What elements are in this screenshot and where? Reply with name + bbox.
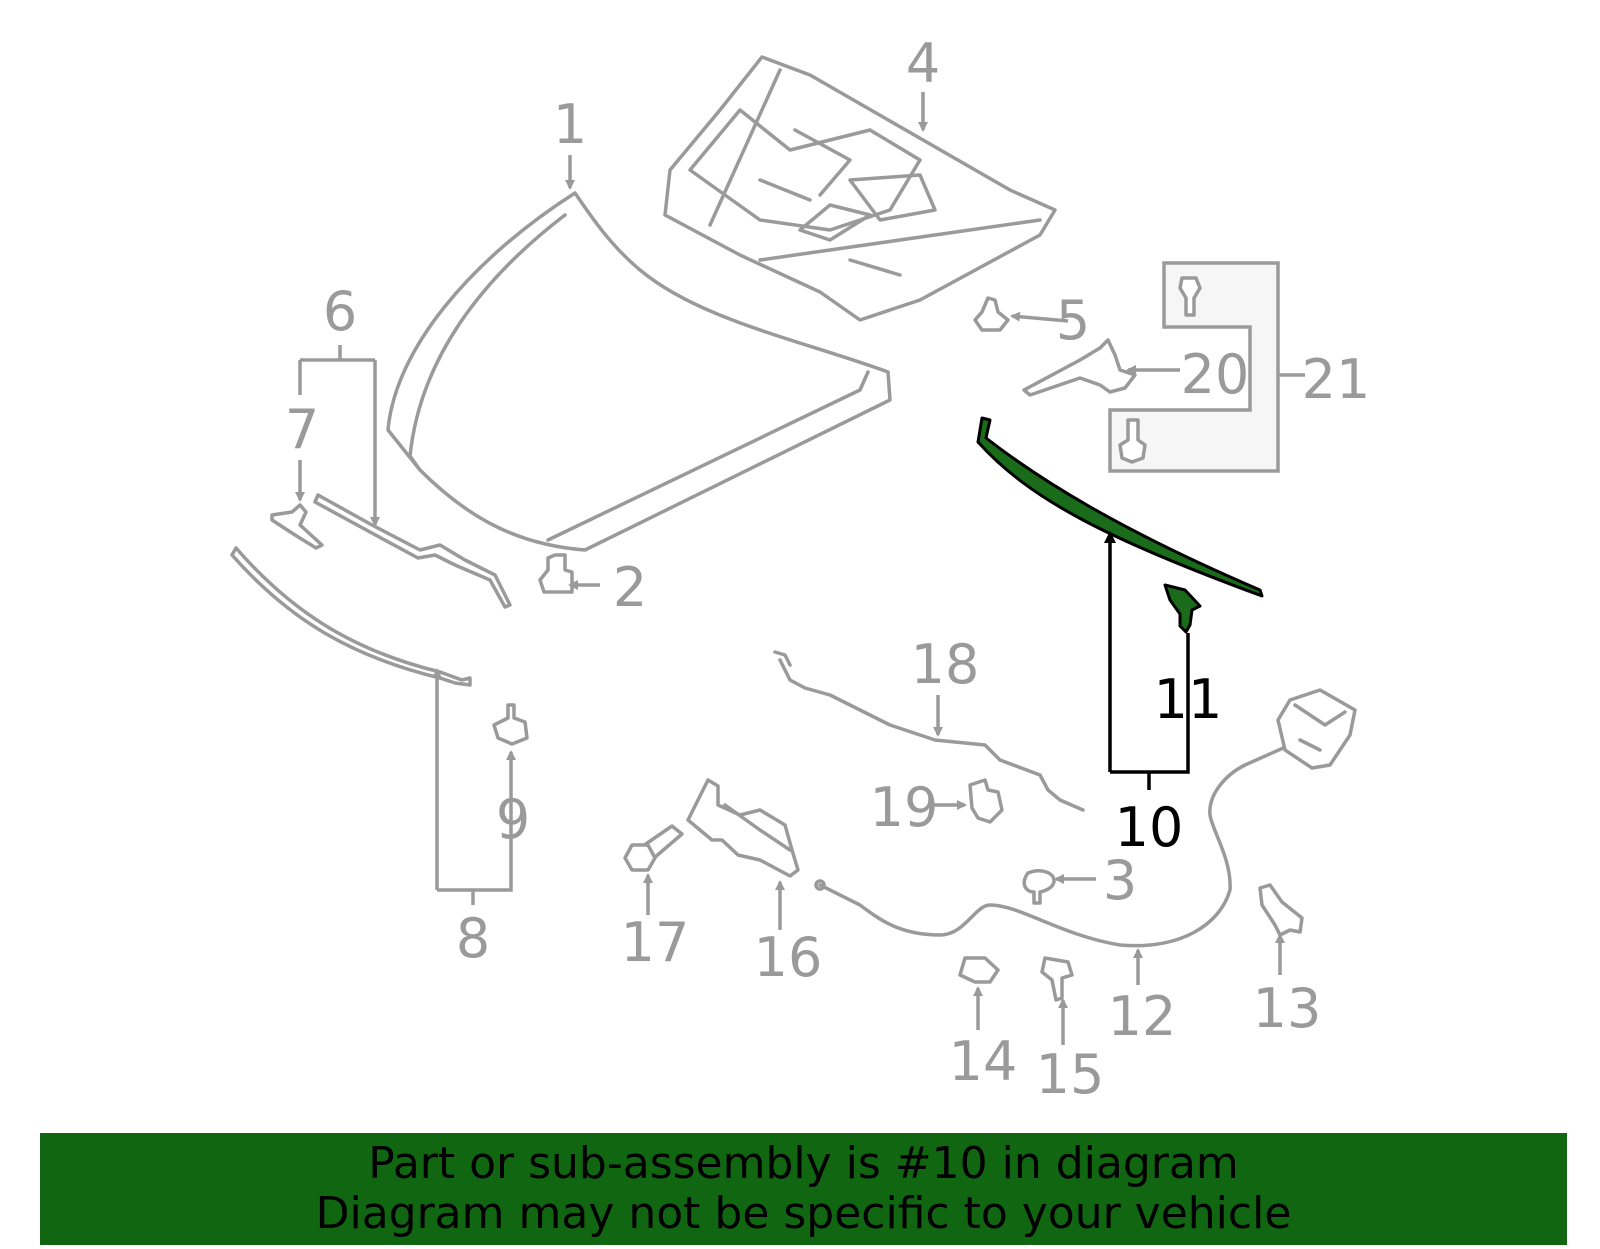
callout-6: 6: [323, 280, 357, 343]
seal-6: [313, 493, 512, 609]
hinge-kit-box-21: [1108, 261, 1280, 473]
hood-bumper: [538, 553, 574, 594]
callout-19: 19: [870, 776, 939, 839]
callout-13: 13: [1253, 977, 1322, 1040]
hood-panel: [386, 191, 892, 552]
clip-19: [968, 778, 1004, 824]
callout-4: 4: [906, 32, 940, 95]
release-cable-12: [814, 743, 1292, 948]
banner-line-1: Part or sub-assembly is #10 in diagram: [368, 1138, 1239, 1189]
callout-11: 11: [1154, 668, 1223, 731]
clip-14: [958, 956, 1000, 984]
clip-11-highlighted: [1163, 583, 1202, 634]
callout-9: 9: [496, 788, 530, 851]
weatherstrip-8: [230, 546, 472, 687]
callout-20: 20: [1181, 343, 1250, 406]
clip-3: [1022, 869, 1056, 905]
hood-insulator: [663, 55, 1057, 322]
callout-14: 14: [949, 1030, 1018, 1093]
callout-12: 12: [1108, 985, 1177, 1048]
banner-line-2: Diagram may not be specific to your vehi…: [315, 1188, 1292, 1239]
leader-lines: [295, 92, 1305, 1045]
callout-8: 8: [456, 907, 490, 970]
info-banner: Part or sub-assembly is #10 in diagram D…: [40, 1133, 1567, 1245]
clip-7: [270, 503, 324, 550]
clip-13: [1258, 883, 1304, 937]
callout-5: 5: [1056, 289, 1090, 352]
callout-18: 18: [911, 633, 980, 696]
hinge-20: [1022, 338, 1137, 397]
grommet-5: [973, 296, 1010, 332]
callout-16: 16: [754, 926, 823, 989]
latch-16: [686, 778, 800, 878]
clip-9: [492, 703, 529, 746]
release-handle: [1276, 688, 1357, 770]
callout-numbers: 1 4 2 5 20 21 6 7 8 9 10 11 18 19 3 17 1…: [285, 32, 1371, 1106]
weatherstrip-10-highlighted: [976, 416, 1264, 598]
callout-10: 10: [1115, 796, 1184, 859]
callout-7: 7: [285, 398, 319, 461]
callout-2: 2: [613, 556, 647, 619]
callout-1: 1: [553, 93, 587, 156]
callout-17: 17: [621, 911, 690, 974]
bolt-17: [623, 824, 684, 872]
cable-18: [773, 650, 1085, 812]
callout-3: 3: [1103, 849, 1137, 912]
callout-21: 21: [1302, 348, 1371, 411]
callout-15: 15: [1036, 1043, 1105, 1106]
clip-15: [1040, 956, 1074, 1002]
